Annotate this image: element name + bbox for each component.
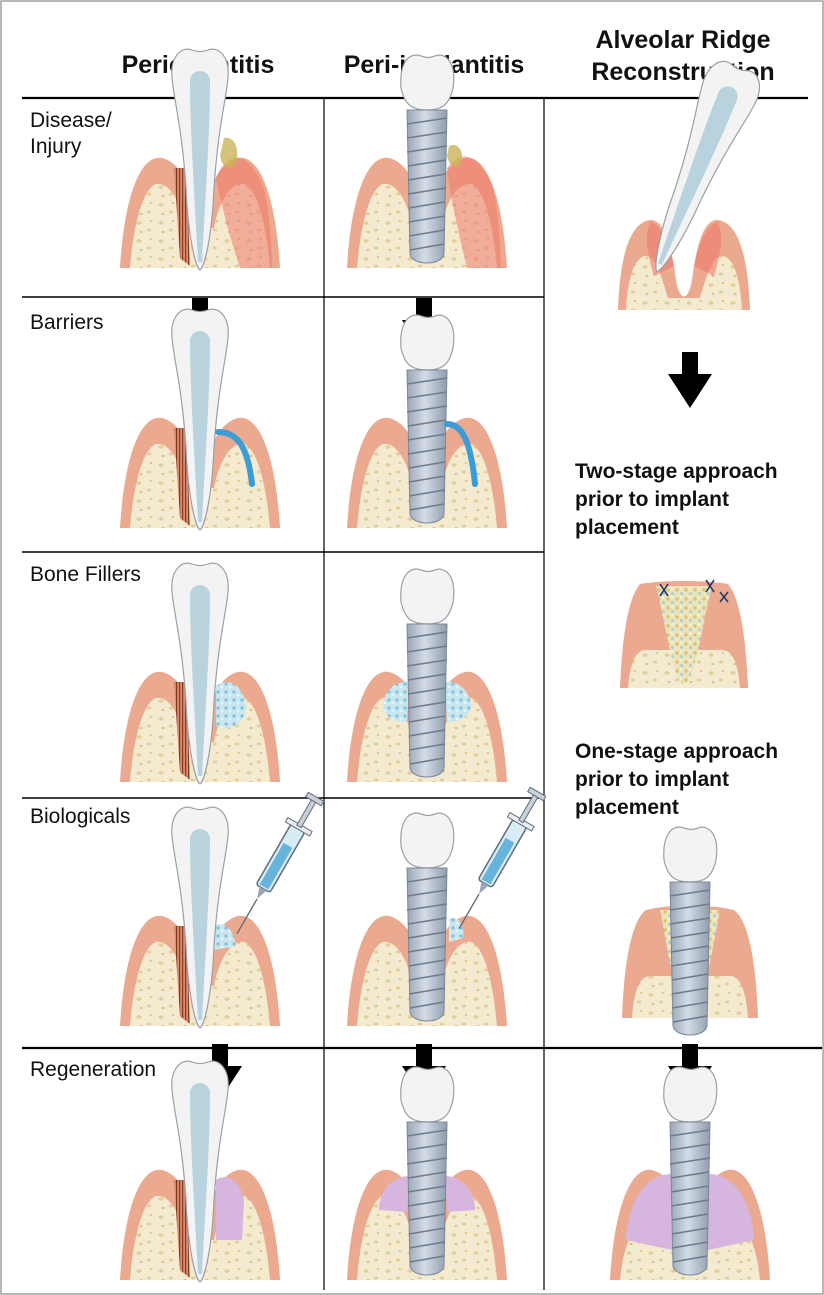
one-stage-note-line2: prior to implant <box>575 768 729 791</box>
tooth-periodontitis-regenerated <box>120 1061 280 1282</box>
ridge-implant-one-stage <box>622 827 758 1035</box>
two-stage-note-line2: prior to implant <box>575 488 729 511</box>
ridge-implant-regenerated <box>610 1067 770 1280</box>
one-stage-note-line1: One-stage approach <box>575 740 778 763</box>
row-label-biologicals: Biologicals <box>30 805 130 828</box>
ridge-bone-graft-two-stage <box>620 580 748 688</box>
implant-peri-implantitis-bone-filler <box>347 569 507 782</box>
row-label-disease-line2: Injury <box>30 135 82 158</box>
implant-peri-implantitis-disease <box>347 55 507 268</box>
row-label-barriers: Barriers <box>30 311 104 334</box>
column-header-ridge-line1: Alveolar Ridge <box>595 26 770 54</box>
row-label-regeneration: Regeneration <box>30 1058 156 1081</box>
tooth-periodontitis-barrier <box>120 309 280 530</box>
row-label-disease-line1: Disease/ <box>30 109 112 132</box>
extraction-socket-ridge <box>618 56 766 310</box>
implant-peri-implantitis-biological <box>347 813 507 1026</box>
tooth-periodontitis-disease <box>120 49 280 270</box>
two-stage-note-line3: placement <box>575 516 679 539</box>
tooth-periodontitis-biological <box>120 807 280 1028</box>
two-stage-note-line1: Two-stage approach <box>575 460 778 483</box>
syringe-peri-implantitis <box>447 785 550 936</box>
implant-peri-implantitis-barrier <box>347 315 507 528</box>
implant-peri-implantitis-regenerated <box>347 1067 507 1280</box>
tooth-periodontitis-bone-filler <box>120 563 280 784</box>
arrow-ridge-1 <box>668 352 712 408</box>
row-label-bone-fillers: Bone Fillers <box>30 563 141 586</box>
one-stage-note-line3: placement <box>575 796 679 819</box>
